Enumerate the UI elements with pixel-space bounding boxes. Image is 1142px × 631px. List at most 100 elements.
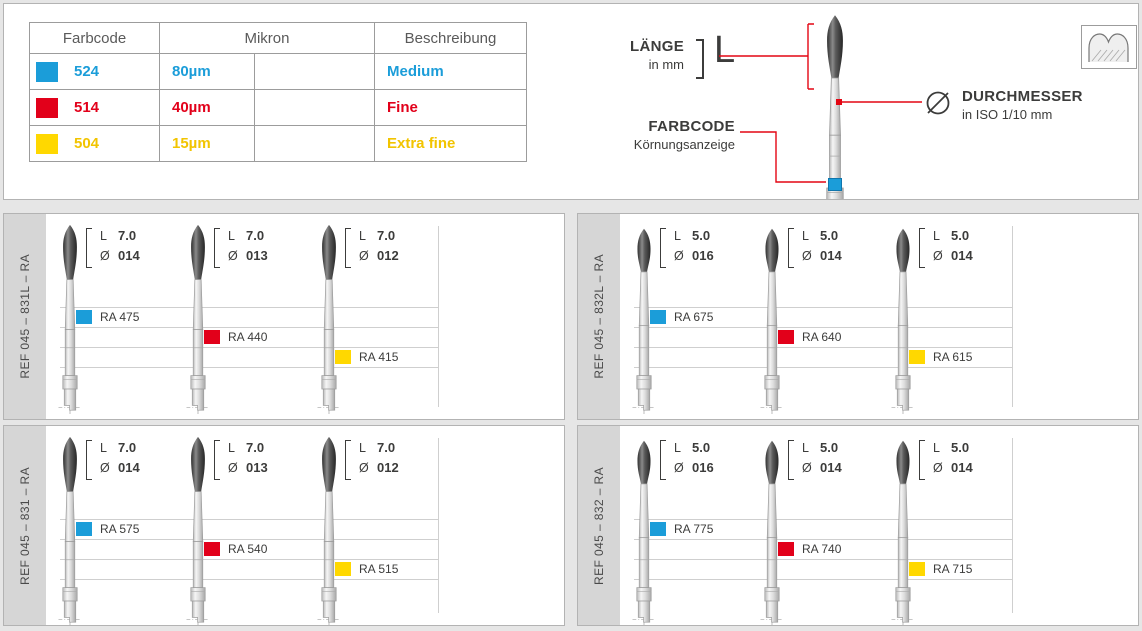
legend-header-farbcode: Farbcode: [29, 22, 160, 54]
diameter-label-block: DURCHMESSER in ISO 1/10 mm: [962, 88, 1083, 122]
length-bracket-icon: [919, 228, 925, 268]
grit-description: Fine: [374, 89, 527, 126]
grit-code: 524: [74, 63, 100, 80]
grit-description: Medium: [374, 53, 527, 90]
bur-order-code: RA 775: [674, 522, 714, 536]
grid-line: [634, 519, 1012, 520]
length-bracket-icon: [214, 228, 220, 268]
length-bracket-icon: [696, 39, 704, 79]
bur-illustration: [178, 434, 218, 626]
grit-swatch-blue: [650, 310, 666, 324]
length-bracket-icon: [660, 228, 666, 268]
length-label-block: LÄNGE in mm: [562, 38, 684, 72]
grid-line: [60, 367, 438, 368]
bur-illustration: [883, 434, 923, 626]
bur-order-code: RA 440: [228, 330, 268, 344]
grit-code: 504: [74, 135, 100, 152]
length-symbol: L: [714, 29, 736, 71]
legend-row-fine: 514 40µm Fine: [29, 89, 527, 126]
grid-line: [60, 579, 438, 580]
column-divider: [1012, 438, 1013, 613]
bur-order-code: RA 715: [933, 562, 973, 576]
diameter-unit: in ISO 1/10 mm: [962, 107, 1053, 122]
farbcode-label-block: FARBCODE Körnungsanzeige: [597, 118, 735, 152]
bur-illustration: [178, 222, 218, 414]
diameter-icon: [926, 91, 950, 115]
grit-swatch-yellow: [909, 350, 925, 364]
column-divider: [438, 438, 439, 613]
grit-swatch-red: [204, 542, 220, 556]
bur-order-code: RA 675: [674, 310, 714, 324]
grid-line: [634, 559, 1012, 560]
grid-line: [634, 579, 1012, 580]
bur-order-code: RA 475: [100, 310, 140, 324]
grit-micron: 40µm: [159, 89, 255, 126]
diagram-bur-illustration: [812, 12, 858, 200]
grit-swatch-yellow: [909, 562, 925, 576]
bur-order-code: RA 615: [933, 350, 973, 364]
grid-line: [634, 307, 1012, 308]
farbcode-band: [828, 178, 842, 191]
diameter-label: DURCHMESSER: [962, 88, 1083, 105]
legend-header-mikron: Mikron: [159, 22, 375, 54]
grit-swatch-red: [778, 330, 794, 344]
bur-order-code: RA 575: [100, 522, 140, 536]
grid-line: [60, 519, 438, 520]
length-bracket-icon: [345, 228, 351, 268]
grit-micron: 15µm: [159, 125, 255, 162]
empty-cell: [254, 125, 375, 162]
grid-line: [634, 347, 1012, 348]
panel-ref-strip: REF 045 – 832L – RA: [578, 214, 620, 419]
ref-code: REF 045 – 832 – RA: [592, 466, 606, 585]
length-bracket-icon: [788, 228, 794, 268]
length-bracket-icon: [214, 440, 220, 480]
ref-code: REF 045 – 831L – RA: [18, 254, 32, 379]
grit-swatch-yellow: [335, 562, 351, 576]
bur-order-code: RA 515: [359, 562, 399, 576]
yellow-grit-swatch: [36, 133, 58, 154]
grid-line: [60, 559, 438, 560]
ref-code: REF 045 – 831 – RA: [18, 466, 32, 585]
column-divider: [1012, 226, 1013, 407]
grit-swatch-blue: [650, 522, 666, 536]
grid-line: [60, 327, 438, 328]
grid-line: [60, 539, 438, 540]
panel-ref-strip: REF 045 – 831 – RA: [4, 426, 46, 625]
length-bracket-icon: [86, 440, 92, 480]
grit-swatch-blue: [76, 522, 92, 536]
bur-illustration: [752, 222, 792, 414]
empty-cell: [254, 53, 375, 90]
length-bracket-icon: [660, 440, 666, 480]
grit-micron: 80µm: [159, 53, 255, 90]
grit-description: Extra fine: [374, 125, 527, 162]
bur-illustration: [309, 222, 349, 414]
grit-legend-table: Farbcode Mikron Beschreibung 524 80µm Me…: [29, 22, 527, 162]
grid-line: [60, 347, 438, 348]
